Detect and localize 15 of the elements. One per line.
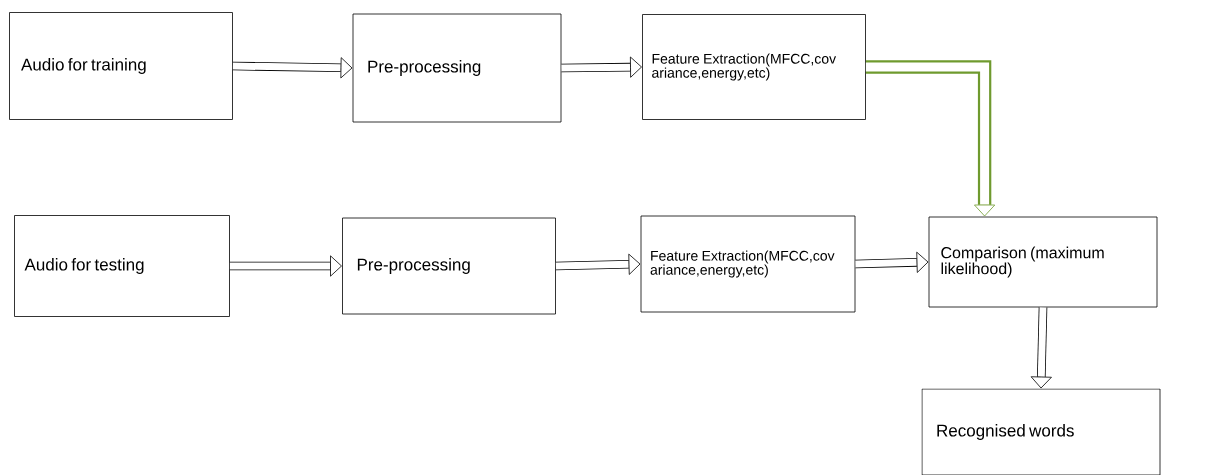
process-box: Feature Extraction(MFCC,cov ariance,energy,etc) (642, 14, 866, 120)
process-box: Audio for testing (14, 215, 230, 317)
process-box: Comparison (maximum likelihood) (928, 216, 1158, 308)
block-arrow (855, 251, 929, 273)
block-arrow (1030, 307, 1052, 389)
block-arrow (229, 255, 342, 277)
process-box: Pre-processing (342, 217, 556, 315)
process-box: Pre-processing (352, 13, 562, 123)
process-box: Recognised words (921, 388, 1161, 475)
process-box: Audio for training (9, 12, 233, 120)
block-arrow (561, 56, 642, 78)
block-arrow (232, 57, 353, 79)
block-arrow (865, 60, 996, 217)
process-box: Feature Extraction(MFCC,cov ariance,energy,etc) (640, 215, 856, 313)
block-arrow (555, 253, 641, 275)
